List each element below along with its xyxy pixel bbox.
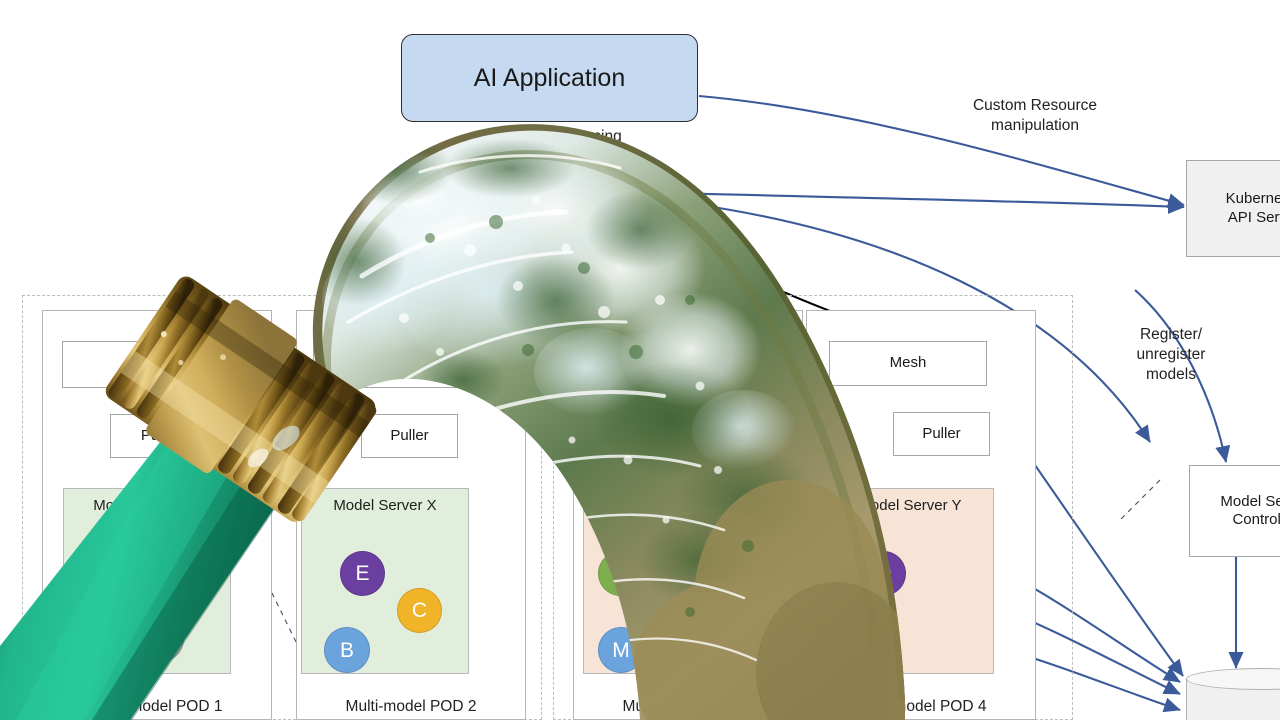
model-storage-cylinder[interactable] xyxy=(1186,668,1280,720)
ai-application-label: AI Application xyxy=(473,63,626,92)
mesh-box-pod1[interactable]: Mesh xyxy=(62,341,252,388)
puller-box-pod4[interactable]: Puller xyxy=(893,412,990,456)
puller-box-pod1[interactable]: Puller xyxy=(110,414,210,458)
model-chip-b[interactable]: B xyxy=(324,627,370,673)
mesh-box-pod2-label: Mesh xyxy=(389,355,427,373)
model-server-x[interactable]: Model Server X E C B xyxy=(301,488,469,674)
kubernetes-api-server-box[interactable]: Kubernetes API Server xyxy=(1186,160,1280,257)
model-server-w-label: Model Server W xyxy=(93,497,201,514)
ai-application-box[interactable]: AI Application xyxy=(401,34,698,122)
edge-label-register-models: Register/ unregister models xyxy=(1136,326,1206,384)
puller-box-pod4-label: Puller xyxy=(922,424,961,442)
mesh-box-pod2[interactable]: Mesh xyxy=(313,341,503,388)
model-chip-m[interactable]: M xyxy=(598,627,644,673)
model-chip-e-letter: E xyxy=(355,562,370,585)
model-chip-k-letter: K xyxy=(613,562,628,585)
puller-box-pod1-label: Puller xyxy=(140,426,180,444)
pod-label-4: Multi-model POD 4 xyxy=(855,698,987,715)
puller-box-pod2-label: Puller xyxy=(390,426,429,444)
model-server-w[interactable]: Model Server W A D xyxy=(63,488,231,674)
model-chip-a-letter: A xyxy=(170,585,185,609)
pod-label-2: Multi-model POD 2 xyxy=(345,698,477,715)
model-chip-e[interactable]: E xyxy=(340,551,385,596)
model-chip-a[interactable]: A xyxy=(156,575,200,619)
mesh-box-pod3-label: Mesh xyxy=(666,355,704,373)
pod-label-1: Multi-model POD 1 xyxy=(91,698,223,715)
edge-label-inferencing: Inferencing xyxy=(545,128,622,145)
mesh-box-pod4[interactable]: Mesh xyxy=(829,341,987,386)
model-chip-q-letter: Q xyxy=(875,562,892,585)
edge-label-custom-resource: Custom Resource manipulation xyxy=(972,97,1098,135)
model-chip-d-letter: D xyxy=(153,627,169,651)
puller-box-pod3[interactable]: Puller xyxy=(622,414,719,458)
model-chip-b-letter: B xyxy=(339,638,354,662)
puller-box-pod2[interactable]: Puller xyxy=(361,414,458,458)
pod-label-3: Multi-model POD 3 xyxy=(622,698,754,715)
model-server-controller-label: Model Server Controller xyxy=(1220,492,1280,528)
model-chip-c[interactable]: C xyxy=(397,588,442,633)
model-chip-d[interactable]: D xyxy=(138,616,184,662)
model-chip-r[interactable]: R xyxy=(853,627,899,673)
model-server-y-label: Model Server Y xyxy=(858,497,962,514)
model-server-z-label: Model Server Z xyxy=(615,497,719,514)
mesh-box-pod3[interactable]: Mesh xyxy=(590,341,780,388)
model-server-controller-box[interactable]: Model Server Controller xyxy=(1189,465,1280,557)
model-server-x-label: Model Server X xyxy=(333,497,437,514)
model-chip-r-letter: R xyxy=(868,638,884,662)
model-server-y[interactable]: Model Server Y Q R xyxy=(826,488,994,674)
model-server-z[interactable]: Model Server Z K M xyxy=(583,488,751,674)
mesh-box-pod1-label: Mesh xyxy=(138,355,176,373)
puller-box-pod3-label: Puller xyxy=(651,426,690,444)
mesh-box-pod4-label: Mesh xyxy=(889,354,927,372)
model-chip-m-letter: M xyxy=(612,638,630,662)
kubernetes-api-server-label: Kubernetes API Server xyxy=(1225,190,1280,226)
model-chip-c-letter: C xyxy=(411,599,428,622)
model-chip-q[interactable]: Q xyxy=(861,551,906,596)
model-chip-k[interactable]: K xyxy=(598,551,643,596)
